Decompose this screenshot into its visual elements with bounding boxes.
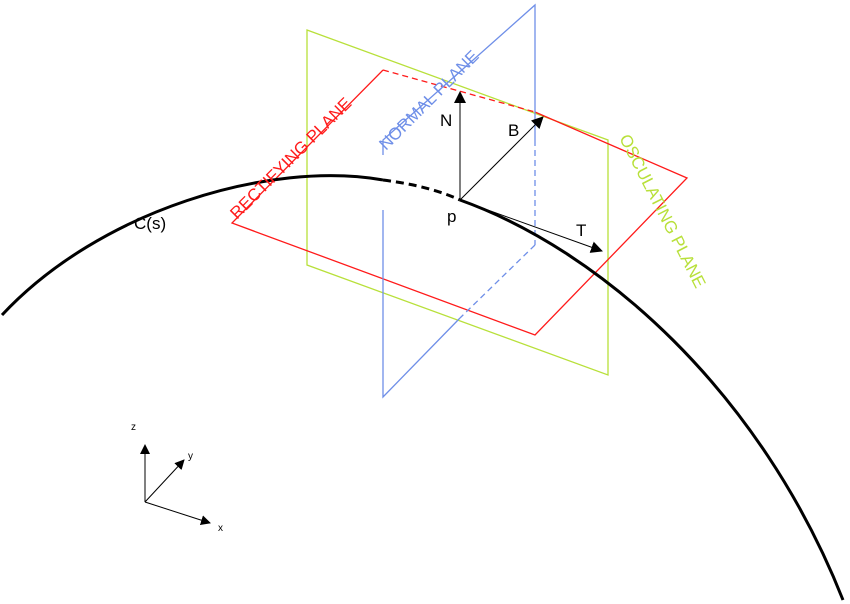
normal-plane-label: NORMAL PLANE: [375, 47, 482, 154]
curve-dashed: [382, 178, 461, 202]
rectifying-plane-label: RECTIFYING PLANE: [226, 94, 355, 223]
x-axis: [144, 501, 211, 525]
y-axis: [144, 459, 185, 503]
normal-plane: [382, 3, 536, 399]
x-axis-label: x: [218, 523, 223, 534]
coordinate-axes: [140, 444, 211, 525]
point-label: p: [447, 207, 456, 226]
rectifying-plane: [230, 69, 689, 336]
y-axis-label: y: [188, 451, 193, 462]
z-axis-label: z: [131, 422, 136, 433]
curve-solid-left: [0, 174, 384, 317]
normal-vector-label: N: [440, 111, 452, 130]
curve-label: C(s): [134, 214, 166, 233]
tangent-vector-label: T: [576, 221, 586, 240]
tangent-vector: [459, 199, 603, 253]
binormal-vector-label: B: [508, 121, 519, 140]
curve-solid-right: [459, 198, 845, 601]
osculating-plane: [306, 29, 609, 376]
osculating-plane-label: OSCULATING PLANE: [615, 131, 709, 291]
binormal-vector: [459, 116, 544, 201]
